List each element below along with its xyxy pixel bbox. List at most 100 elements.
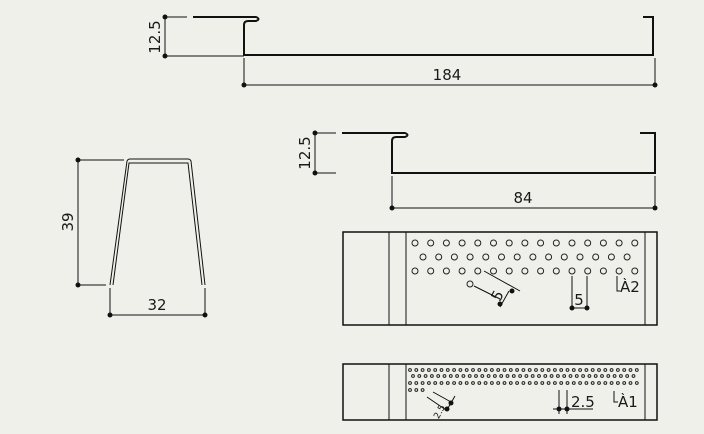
hole	[408, 381, 412, 385]
hole	[615, 239, 623, 247]
hole	[442, 239, 450, 247]
hole	[524, 374, 529, 378]
hole	[458, 368, 463, 372]
hole	[603, 368, 608, 372]
hole	[574, 374, 579, 378]
hole	[511, 374, 516, 378]
dim-plate2-diagonal: 2.5	[432, 403, 448, 420]
hole	[483, 368, 488, 372]
hole	[578, 368, 582, 372]
hole	[534, 368, 538, 372]
hole	[417, 374, 422, 378]
hole	[540, 381, 545, 385]
hole	[474, 374, 478, 378]
hole	[571, 381, 576, 385]
hole	[486, 374, 491, 378]
hole	[521, 267, 529, 275]
hole	[631, 267, 639, 275]
hole	[631, 374, 636, 378]
hole	[590, 381, 595, 385]
hole	[623, 253, 631, 261]
hole	[553, 368, 557, 372]
hole	[427, 267, 435, 275]
hole	[408, 368, 412, 372]
hole	[599, 239, 607, 247]
hole	[435, 253, 443, 261]
hole	[448, 374, 453, 378]
hole	[427, 239, 435, 247]
plate2-hole-label: À1	[618, 392, 638, 411]
hole	[483, 381, 488, 385]
hole	[584, 381, 589, 385]
hole	[616, 368, 620, 372]
hole	[521, 239, 529, 247]
hole	[490, 381, 494, 385]
hole	[430, 374, 434, 378]
hole	[584, 267, 592, 275]
hole	[634, 381, 639, 385]
hole	[546, 368, 551, 372]
plate1-hole-label: À2	[620, 277, 640, 296]
top-profile: 12.5 184	[146, 14, 658, 88]
hole	[490, 239, 497, 247]
hole	[455, 374, 460, 378]
hole	[513, 253, 521, 261]
hole	[420, 381, 425, 385]
hole	[427, 368, 431, 372]
hole	[593, 374, 598, 378]
hole	[537, 239, 545, 247]
hole	[502, 381, 507, 385]
hole	[562, 374, 567, 378]
hole	[420, 368, 425, 372]
hole	[508, 381, 513, 385]
hole	[515, 368, 519, 372]
hole	[628, 381, 633, 385]
hole	[600, 374, 604, 378]
dim-plate2-pitch: 2.5	[571, 393, 595, 411]
hole	[584, 368, 589, 372]
hole	[482, 253, 490, 261]
hole	[578, 381, 582, 385]
hole	[490, 267, 497, 275]
hole	[571, 368, 576, 372]
hole	[502, 368, 507, 372]
dim-trap-height: 39	[59, 212, 77, 231]
hole	[419, 253, 427, 261]
hole	[427, 381, 431, 385]
hole	[414, 381, 419, 385]
hole	[625, 374, 630, 378]
hole	[628, 368, 633, 372]
hole	[609, 381, 614, 385]
hole	[411, 267, 419, 275]
hole	[480, 374, 485, 378]
hole	[471, 381, 475, 385]
hole	[496, 381, 501, 385]
hole	[527, 381, 532, 385]
hole	[534, 381, 538, 385]
hole	[549, 374, 554, 378]
hole	[439, 381, 444, 385]
hole	[599, 267, 607, 275]
hole	[414, 388, 419, 392]
hole	[619, 374, 623, 378]
hole	[590, 368, 595, 372]
hole	[568, 239, 576, 247]
hole	[609, 368, 614, 372]
hole	[505, 267, 513, 275]
hole	[616, 381, 620, 385]
hole	[458, 267, 466, 275]
hole	[622, 368, 627, 372]
hole	[518, 374, 522, 378]
hole	[423, 374, 428, 378]
hole	[607, 253, 615, 261]
hole	[587, 374, 592, 378]
dim-mid-length: 84	[513, 189, 532, 207]
hole	[537, 267, 545, 275]
hole	[474, 239, 482, 247]
hole	[560, 253, 568, 261]
hole	[606, 374, 611, 378]
hole	[559, 381, 564, 385]
hole	[458, 381, 463, 385]
hole	[474, 267, 482, 275]
hole	[556, 374, 560, 378]
